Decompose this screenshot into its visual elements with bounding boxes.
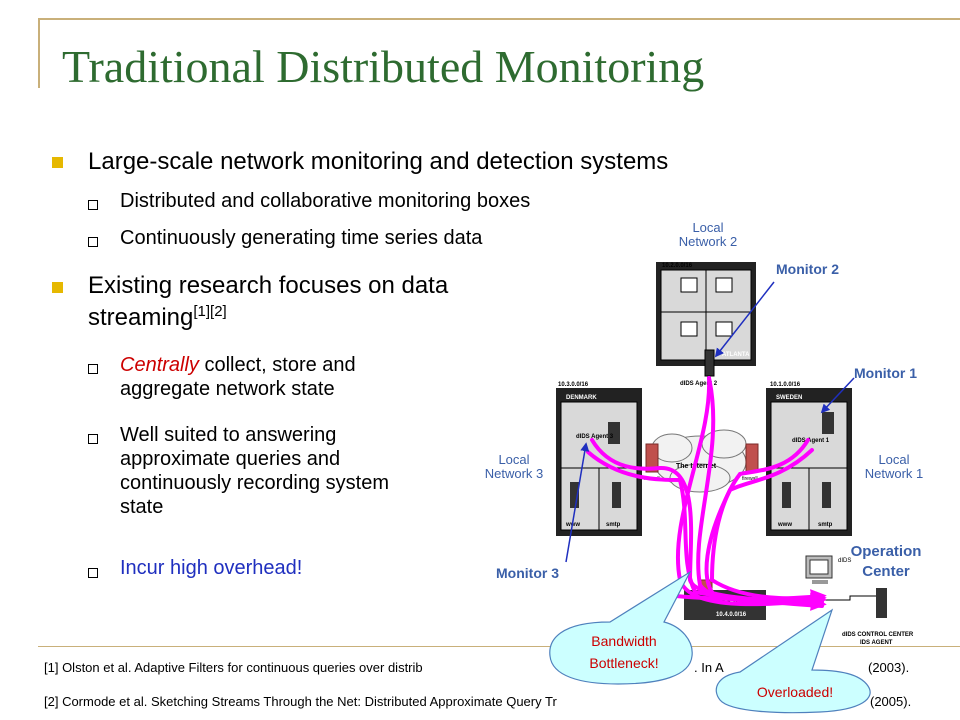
reference-1: [1] Olston et al. Adaptive Filters for c…	[44, 660, 423, 675]
overloaded-callout-bubble	[715, 608, 871, 714]
monitor-3-label: Monitor 3	[496, 565, 559, 581]
denmark-label: DENMARK	[566, 395, 597, 401]
monitor-1-arrow	[820, 377, 855, 414]
subnet-3-label: 10.3.0.0/16	[558, 382, 589, 388]
bullet-2-line-2: streaming[1][2]	[88, 303, 227, 331]
operation-center-label: Operation Center	[850, 543, 922, 580]
citation-superscript: [1][2]	[193, 303, 227, 320]
atlanta-label: ATLANTA	[722, 352, 750, 358]
local-network-2-box: 10.2.0.0/16 ATLANTA dIDS Agent 2	[656, 262, 756, 387]
subnet-2-label: 10.2.0.0/16	[662, 263, 693, 269]
local-network-1-label: Local Network 1	[864, 452, 924, 481]
bullet-1-sub-1: Distributed and collaborative monitoring…	[120, 190, 531, 212]
agent-2-label: dIDS Agent 2	[680, 381, 718, 387]
reference-1-part-c: (2003).	[868, 660, 910, 675]
bullet-2-sub-1: Centrally collect, store and aggregate n…	[120, 354, 356, 400]
control-center-line-2: IDS AGENT	[860, 640, 893, 646]
agent-3-label: dIDS Agent 3	[576, 434, 614, 440]
slide-title: Traditional Distributed Monitoring	[62, 41, 705, 92]
smtp-1-label: smtp	[818, 522, 833, 528]
reference-1-part-b: . In A	[694, 660, 724, 675]
bullet-2-sub-3: Incur high overhead!	[120, 557, 303, 579]
bullet-marker	[52, 157, 63, 168]
subnet-4-label: 10.4.0.0/16	[716, 612, 747, 618]
overloaded-callout-text: Overloaded!	[756, 684, 834, 700]
local-network-3-label: Local Network 3	[484, 452, 544, 481]
reference-2-part-b: (2005).	[870, 694, 912, 709]
reference-1-part-a: [1] Olston et al. Adaptive Filters for c…	[44, 660, 423, 675]
centrally-emphasis: Centrally	[120, 354, 199, 376]
bullet-1-text: Large-scale network monitoring and detec…	[88, 148, 669, 175]
bandwidth-callout-text: Bandwidth Bottleneck!	[589, 633, 659, 671]
sub-bullet-marker	[88, 200, 98, 210]
sub-bullet-marker	[88, 237, 98, 247]
bullet-2-sub-2: Well suited to answering approximate que…	[120, 424, 390, 518]
bullet-marker	[52, 282, 63, 293]
local-network-1-box: 10.1.0.0/16 SWEDEN dIDS Agent 1 www smtp	[766, 382, 852, 536]
bullet-2-line-1: Existing research focuses on data	[88, 272, 449, 299]
local-network-2-label: Local Network 2	[678, 220, 738, 249]
monitor-2-arrow	[714, 281, 775, 358]
reference-2: [2] Cormode et al. Sketching Streams Thr…	[44, 694, 557, 709]
monitor-2-label: Monitor 2	[776, 261, 839, 277]
traffic-paths	[586, 376, 827, 611]
reference-2-part-a: [2] Cormode et al. Sketching Streams Thr…	[44, 694, 557, 709]
bandwidth-callout-bubble	[549, 570, 693, 685]
monitor-3-arrow	[565, 442, 590, 563]
monitor-1-label: Monitor 1	[854, 365, 917, 381]
bullet-1-sub-2: Continuously generating time series data	[120, 227, 483, 249]
sub-bullet-marker	[88, 568, 98, 578]
svg-text:firewall: firewall	[742, 476, 758, 482]
smtp-3-label: smtp	[606, 522, 621, 528]
control-center-line-1: dIDS CONTROL CENTER	[842, 632, 914, 638]
sweden-label: SWEDEN	[776, 395, 802, 401]
operation-center-icons: dIDS dIDS CONTROL CENTER IDS AGENT	[805, 555, 915, 646]
footer-divider	[38, 646, 960, 647]
subnet-1-label: 10.1.0.0/16	[770, 382, 801, 388]
ids-small-label: dIDS	[838, 558, 851, 564]
title-accent-horizontal	[38, 18, 960, 20]
california-label: CALIFORNIA	[712, 598, 750, 604]
control-center-label: dIDS CONTROL CENTER IDS AGENT	[842, 632, 915, 646]
sub-bullet-marker	[88, 364, 98, 374]
local-network-3-box: 10.3.0.0/16 DENMARK dIDS Agent 3 www smt…	[556, 382, 642, 536]
www-1-label: www	[777, 522, 792, 528]
title-accent-vertical	[38, 18, 40, 88]
agent-1-label: dIDS Agent 1	[792, 438, 830, 444]
sub-bullet-marker	[88, 434, 98, 444]
